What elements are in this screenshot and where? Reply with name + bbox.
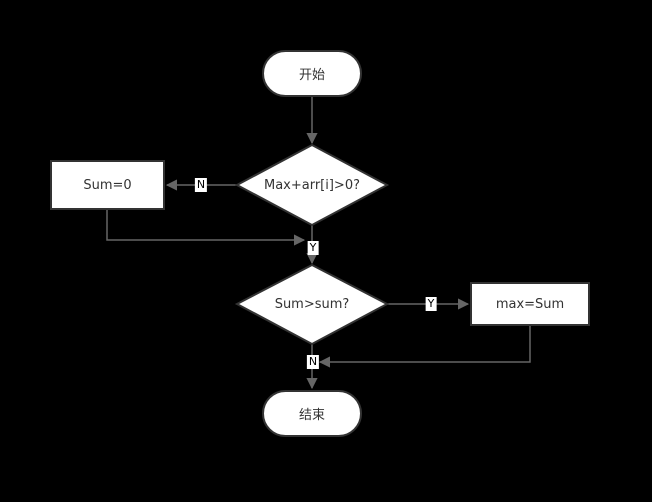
edge-label-decision1-yes: Y [307,241,319,255]
edge-sum0-return [106,210,306,246]
edge-maxsum-return [318,326,531,368]
edge-label-decision2-no: N [306,355,320,369]
edge-label-decision1-no: N [194,178,208,192]
sum0-node[interactable]: Sum=0 [50,160,165,210]
maxsum-node-label: max=Sum [495,296,565,312]
start-node[interactable]: 开始 [262,50,362,97]
maxsum-node[interactable]: max=Sum [470,282,590,326]
decision2-node-shape[interactable] [234,263,390,346]
sum0-node-label: Sum=0 [83,177,132,193]
edge-label-decision2-yes: Y [425,297,437,311]
end-node[interactable]: 结束 [262,390,362,437]
start-node-label: 开始 [298,68,325,83]
end-node-label: 结束 [298,408,325,423]
decision1-node-shape[interactable] [234,143,390,227]
